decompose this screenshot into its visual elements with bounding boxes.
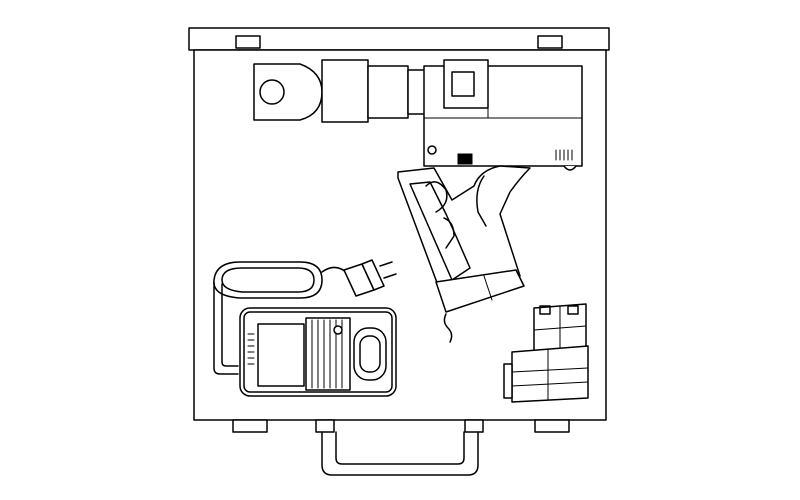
lanyard (443, 313, 453, 343)
tool-grip (397, 165, 531, 305)
case-foot-right (534, 419, 570, 433)
screw-icon (427, 145, 437, 155)
battery-pack (503, 303, 589, 403)
case-foot-left (232, 419, 268, 433)
tool-top-block (443, 59, 489, 109)
switch-button (457, 153, 473, 165)
trigger (425, 181, 448, 213)
grip-battery-base (435, 269, 525, 313)
cord-loop (213, 261, 323, 299)
charger-slots (247, 333, 255, 365)
battery-base (511, 345, 589, 403)
barrel-front (321, 59, 369, 123)
jaw-pin (259, 79, 285, 105)
case-latch-right (537, 35, 563, 49)
vent-slots (555, 149, 573, 161)
case-handle-inner (335, 431, 465, 465)
handle-mount-left (315, 419, 335, 433)
cord-to-charger (213, 281, 239, 375)
barrel-mid (367, 65, 409, 119)
charger-ribs (305, 317, 351, 391)
charger-led-icon (333, 325, 343, 335)
handle-mount-right (464, 419, 484, 433)
press-tool (253, 59, 583, 343)
charger-panel (257, 323, 305, 387)
charger-release-button (353, 327, 387, 381)
case-latch-left (235, 35, 261, 49)
battery-charger-assembly (213, 259, 397, 397)
case-handle (321, 431, 479, 476)
mains-plug (343, 259, 397, 297)
